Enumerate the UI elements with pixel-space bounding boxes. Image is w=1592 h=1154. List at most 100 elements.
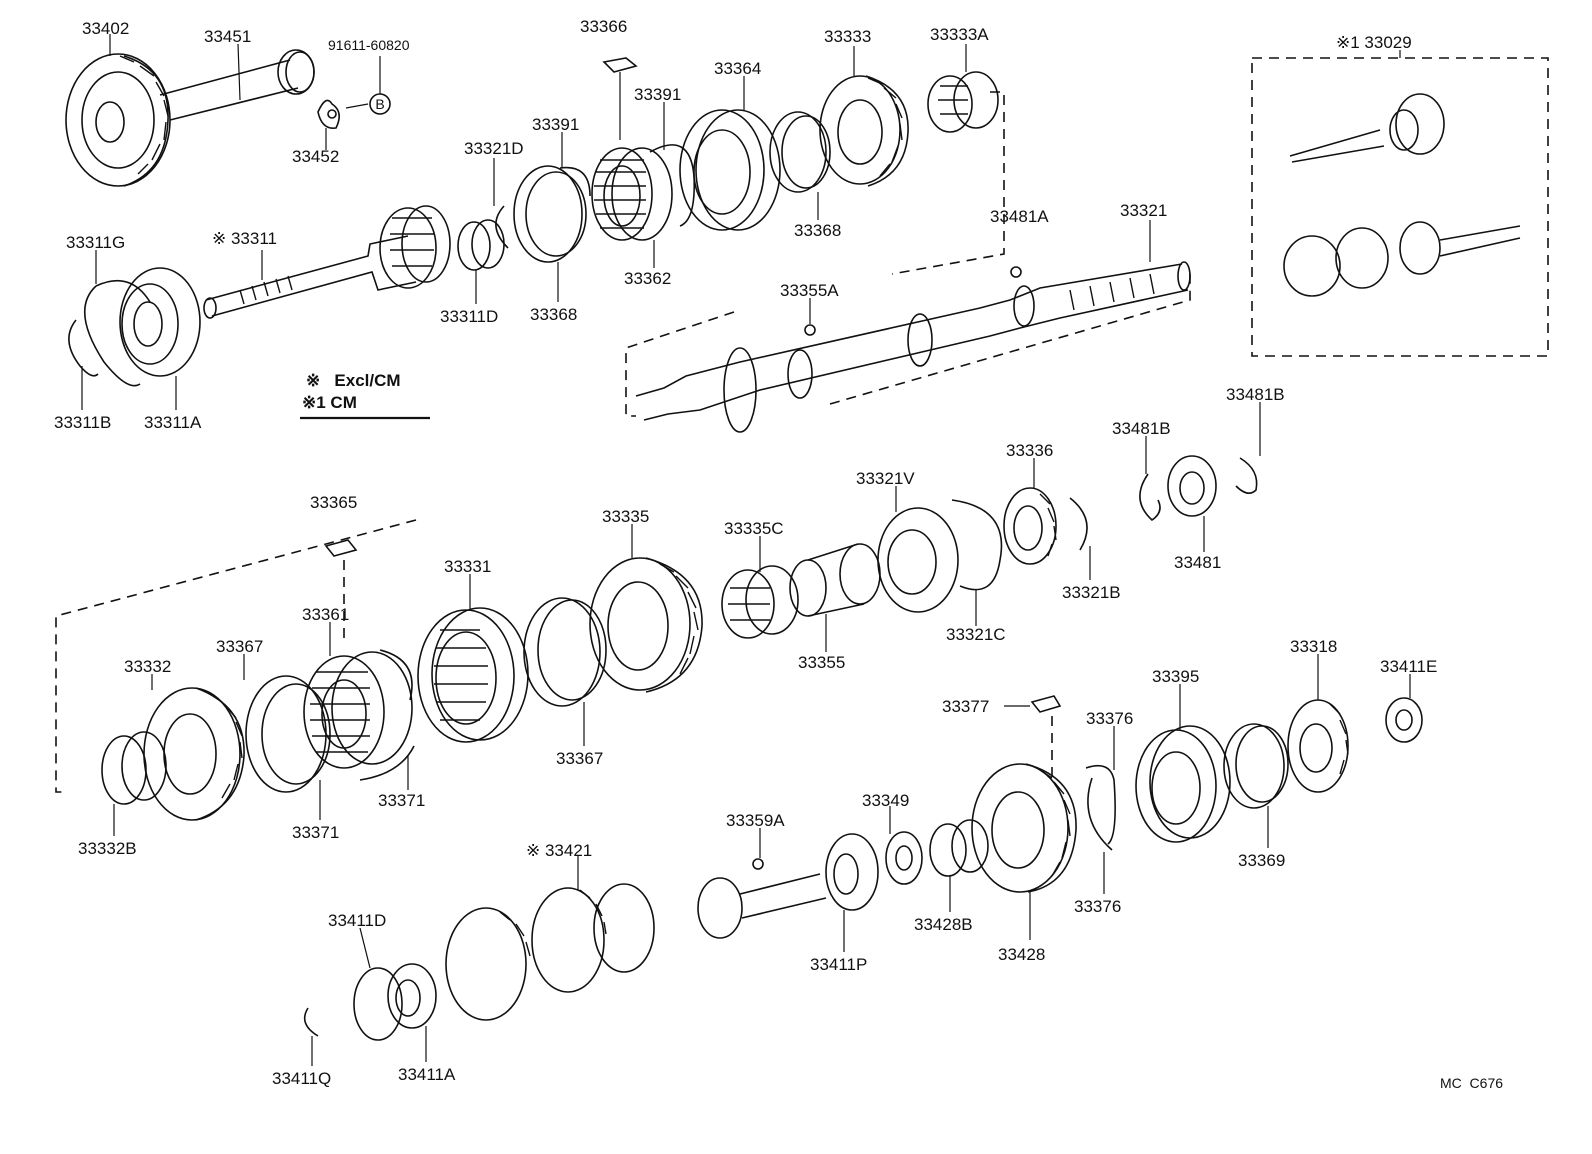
- label-33311B: 33311B: [54, 413, 111, 432]
- circle-b-symbol: B: [369, 56, 391, 115]
- washer-33349-drawing: [885, 831, 923, 885]
- bearing-33335C-drawing: [721, 565, 799, 639]
- label-33421: ※ 33421: [526, 841, 592, 860]
- snapring-33321C-drawing: [951, 499, 1003, 591]
- label-33367-left: 33367: [216, 637, 263, 656]
- snapring-33481B-right-drawing: [1235, 457, 1258, 494]
- bearing-33332B-drawing: [101, 731, 167, 805]
- label-33411D: 33411D: [328, 911, 386, 930]
- bearing-33428B-drawing: [929, 819, 989, 877]
- label-33367-right: 33367: [556, 749, 603, 768]
- bearing-33311D-drawing: [457, 219, 505, 271]
- hub-33364-drawing: [679, 109, 781, 231]
- label-33333A: 33333A: [930, 25, 989, 44]
- key-33365-drawing: [324, 539, 358, 640]
- assembly-33029-input-shaft: [1289, 93, 1445, 163]
- gear-33335-drawing: [589, 557, 703, 693]
- ball-33359A-drawing: [752, 858, 764, 870]
- shaft-33451-drawing: [159, 49, 315, 121]
- bearing-33311A-drawing: [119, 267, 201, 377]
- dashed-guide-33333A: [891, 91, 1005, 275]
- label-33321C: 33321C: [946, 625, 1006, 644]
- bearing-33321V-drawing: [877, 507, 959, 613]
- dashed-guide-33355A-left: [625, 311, 735, 417]
- nut-33411E-drawing: [1385, 697, 1423, 743]
- ball-33355A-drawing: [804, 324, 816, 336]
- label-33411E: 33411E: [1380, 657, 1437, 676]
- label-33029: ※1 33029: [1336, 33, 1412, 52]
- label-33366: 33366: [580, 17, 627, 36]
- label-33365: 33365: [310, 493, 357, 512]
- label-33311G: 33311G: [66, 233, 125, 252]
- label-33362: 33362: [624, 269, 671, 288]
- label-33369: 33369: [1238, 851, 1285, 870]
- label-33481B-right: 33481B: [1226, 385, 1285, 404]
- label-33411P: 33411P: [810, 955, 867, 974]
- label-33335: 33335: [602, 507, 649, 526]
- snapring-33321B-drawing: [1069, 497, 1088, 551]
- label-33391-lower: 33391: [532, 115, 579, 134]
- ball-33481A-drawing: [1010, 266, 1022, 278]
- label-33481B-left: 33481B: [1112, 419, 1171, 438]
- label-33411Q: 33411Q: [272, 1069, 331, 1088]
- bearing-33411A-drawing: [387, 963, 437, 1029]
- collar-33355-drawing: [789, 543, 881, 617]
- label-33321: 33321: [1120, 201, 1167, 220]
- label-33402: 33402: [82, 19, 129, 38]
- label-33355: 33355: [798, 653, 845, 672]
- gear-33336-drawing: [1003, 487, 1057, 565]
- assembly-33029-counter-shaft: [1283, 221, 1521, 297]
- label-33368-upper: 33368: [794, 221, 841, 240]
- label-33361: 33361: [302, 605, 349, 624]
- label-33332B: 33332B: [78, 839, 137, 858]
- hub-33331-drawing: [417, 607, 529, 743]
- label-33395: 33395: [1152, 667, 1199, 686]
- note-excl-cm: ※ Excl/CM: [306, 371, 401, 390]
- label-33428B: 33428B: [914, 915, 973, 934]
- label-91611-60820: 91611-60820: [328, 37, 410, 53]
- sleeve-33395-drawing: [1135, 725, 1231, 843]
- ring-33368-lower-drawing: [513, 165, 587, 263]
- label-33481: 33481: [1174, 553, 1221, 572]
- gear-33318-drawing: [1287, 699, 1349, 793]
- snapring-33481B-left-drawing: [1139, 473, 1161, 522]
- sleeve-33361-drawing: [303, 651, 413, 769]
- label-33411A: 33411A: [398, 1065, 456, 1084]
- bearing-33411P-drawing: [825, 833, 879, 911]
- gear-33333-drawing: [819, 75, 909, 187]
- label-33377: 33377: [942, 697, 989, 716]
- label-33376-upper: 33376: [1086, 709, 1133, 728]
- gear-33421-drawing: [445, 873, 827, 1021]
- ring-33369-drawing: [1223, 723, 1289, 809]
- label-33391-upper: 33391: [634, 85, 681, 104]
- label-33333: 33333: [824, 27, 871, 46]
- spring-33391-lower-drawing: [559, 166, 591, 197]
- label-33332: 33332: [124, 657, 171, 676]
- label-33321V: 33321V: [856, 469, 915, 488]
- label-33335C: 33335C: [724, 519, 784, 538]
- label-33376-lower: 33376: [1074, 897, 1121, 916]
- lock-plate-33452-drawing: [317, 99, 369, 129]
- nut-33481-drawing: [1167, 455, 1217, 517]
- label-33355A: 33355A: [780, 281, 839, 300]
- bearing-33333A-drawing: [927, 71, 999, 133]
- ring-33367-right-drawing: [523, 597, 607, 707]
- footer-code: MC C676: [1440, 1075, 1503, 1091]
- shaft-33321-drawing: [635, 261, 1191, 433]
- label-33318: 33318: [1290, 637, 1337, 656]
- label-33336: 33336: [1006, 441, 1053, 460]
- assembly-33029-box: [1251, 57, 1549, 357]
- sleeve-33362-drawing: [591, 147, 673, 241]
- gear-33402-drawing: [65, 53, 171, 187]
- label-33371-left: 33371: [292, 823, 339, 842]
- key-33366-drawing: [602, 57, 638, 140]
- snapring-33411D-drawing: [353, 967, 403, 1041]
- snapring-33311B-drawing: [68, 319, 99, 377]
- label-33311D: 33311D: [440, 307, 498, 326]
- gear-33428-drawing: [971, 763, 1077, 893]
- label-33321B: 33321B: [1062, 583, 1121, 602]
- label-33331: 33331: [444, 557, 491, 576]
- svg-text:B: B: [375, 96, 384, 112]
- key-33377-drawing: [1004, 695, 1062, 784]
